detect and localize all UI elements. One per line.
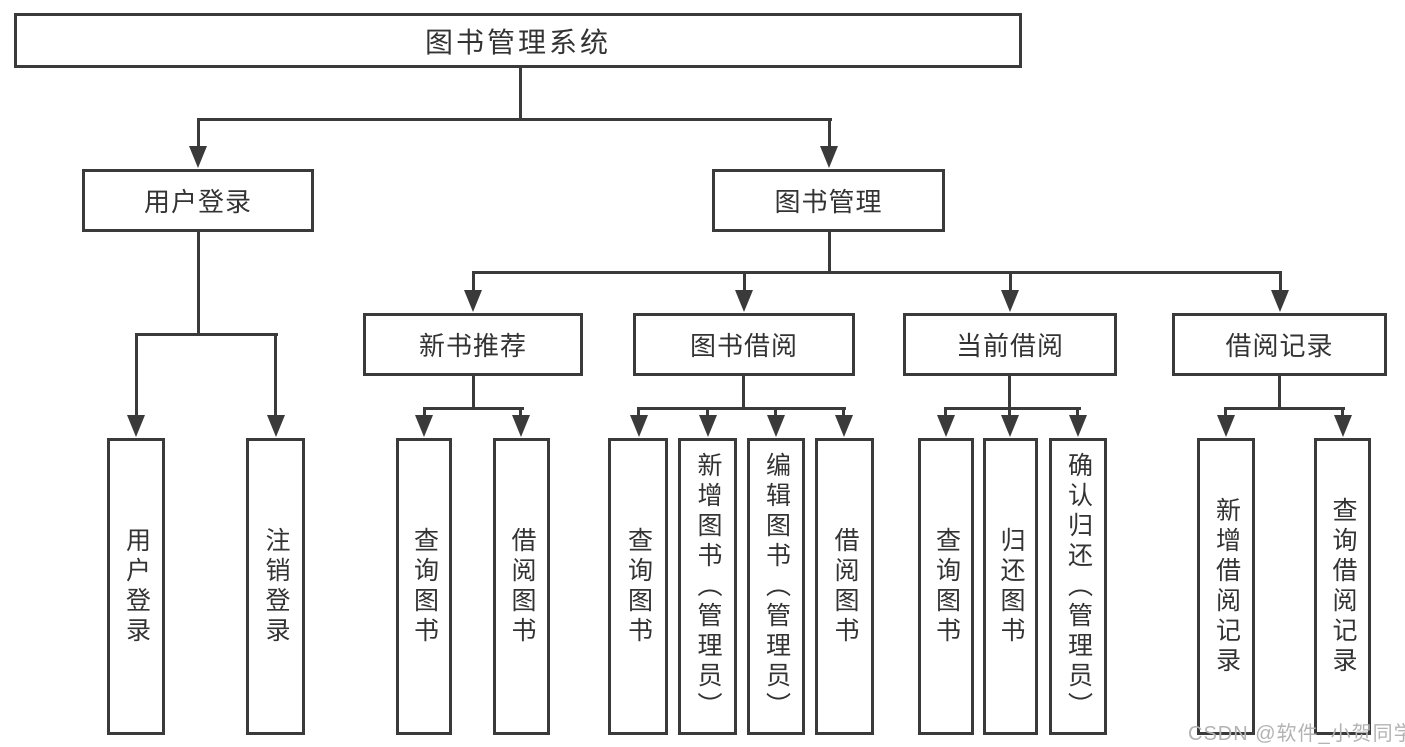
connector-line (743, 271, 746, 299)
connector-line (519, 68, 522, 120)
leaf-add-borrow-record: 新增借阅记录 (1197, 438, 1255, 735)
connector-line (637, 407, 640, 419)
node-label: 新增图书（管理员） (694, 451, 722, 722)
connector-line (944, 407, 1081, 410)
connector-line (1224, 407, 1345, 410)
arrow-down-icon (699, 415, 717, 437)
node-label: 借阅图书 (831, 526, 859, 647)
connector-line (637, 407, 846, 410)
node-label: 借阅记录 (1225, 331, 1334, 361)
connector-line (135, 333, 138, 418)
arrow-down-icon (937, 415, 955, 437)
connector-line (1279, 271, 1282, 299)
arrow-down-icon (1001, 290, 1019, 312)
node-label: 查询借阅记录 (1329, 496, 1357, 677)
node-label: 图书借阅 (689, 331, 798, 361)
connector-line (423, 407, 524, 410)
leaf-borrow-books: 借阅图书 (815, 438, 874, 735)
leaf-logout: 注销登录 (246, 438, 305, 735)
node-book-management: 图书管理 (712, 169, 945, 232)
node-label: 新增借阅记录 (1212, 496, 1241, 677)
connector-line (197, 118, 200, 158)
connector-line (423, 407, 426, 419)
connector-line (774, 407, 777, 419)
node-label: 新书推荐 (418, 331, 527, 361)
arrow-down-icon (1271, 290, 1289, 312)
node-label: 用户登录 (143, 187, 252, 217)
node-user-login: 用户登录 (82, 169, 314, 232)
leaf-query-current-borrow: 查询图书 (918, 438, 974, 735)
connector-line (519, 407, 522, 419)
arrow-down-icon (464, 290, 482, 312)
arrow-down-icon (267, 415, 285, 437)
node-borrow-records: 借阅记录 (1172, 313, 1387, 376)
node-label: 编辑图书（管理员） (762, 451, 791, 722)
arrow-down-icon (630, 415, 648, 437)
connector-line (944, 407, 947, 419)
node-label: 注销登录 (262, 526, 290, 647)
leaf-edit-books-admin: 编辑图书（管理员） (747, 438, 805, 735)
connector-line (1009, 271, 1012, 299)
arrow-down-icon (1069, 415, 1087, 437)
leaf-confirm-return-admin: 确认归还（管理员） (1049, 438, 1107, 735)
leaf-query-borrow-record: 查询借阅记录 (1314, 438, 1371, 735)
leaf-user-login: 用户登录 (107, 438, 165, 735)
arrow-down-icon (820, 146, 838, 168)
connector-line (1278, 376, 1281, 409)
leaf-add-books-admin: 新增图书（管理员） (678, 438, 737, 735)
node-root-system: 图书管理系统 (14, 13, 1022, 68)
arrow-down-icon (1217, 415, 1235, 437)
watermark: CSDN @软件_小贺同学 (1188, 723, 1405, 745)
arrow-down-icon (415, 415, 433, 437)
connector-line (472, 376, 475, 409)
arrow-down-icon (512, 415, 530, 437)
leaf-query-books: 查询图书 (608, 438, 668, 735)
connector-line (828, 232, 831, 273)
node-label: 借阅图书 (508, 526, 536, 647)
leaf-borrow-books-recommend: 借阅图书 (493, 438, 550, 735)
node-label: 图书管理系统 (424, 26, 611, 58)
connector-line (1008, 376, 1011, 409)
node-label: 确认归还（管理员） (1064, 451, 1093, 722)
connector-line (1008, 407, 1011, 419)
node-new-book-recommend: 新书推荐 (363, 313, 583, 376)
arrow-down-icon (127, 415, 145, 437)
node-label: 归还图书 (997, 526, 1025, 647)
node-label: 查询图书 (410, 526, 439, 647)
connector-line (197, 232, 200, 335)
node-label: 查询图书 (932, 526, 961, 647)
arrow-down-icon (835, 415, 853, 437)
node-current-borrow: 当前借阅 (903, 313, 1117, 376)
connector-line (842, 407, 845, 419)
arrow-down-icon (1001, 415, 1019, 437)
node-label: 图书管理 (774, 187, 883, 217)
node-label: 当前借阅 (955, 331, 1064, 361)
connector-line (135, 333, 278, 336)
arrow-down-icon (735, 290, 753, 312)
arrow-down-icon (1334, 415, 1352, 437)
leaf-return-books: 归还图书 (983, 438, 1038, 735)
arrow-down-icon (189, 146, 207, 168)
connector-line (197, 118, 832, 121)
connector-line (1224, 407, 1227, 419)
node-label: 查询图书 (624, 526, 653, 647)
connector-line (274, 333, 277, 418)
connector-line (1076, 407, 1079, 419)
connector-line (742, 376, 745, 409)
connector-line (472, 271, 1282, 274)
node-label: 用户登录 (122, 526, 151, 647)
connector-line (472, 271, 475, 299)
node-book-borrow: 图书借阅 (633, 313, 855, 376)
connector-line (706, 407, 709, 419)
arrow-down-icon (767, 415, 785, 437)
leaf-query-books-recommend: 查询图书 (396, 438, 452, 735)
connector-line (828, 118, 831, 158)
connector-line (1341, 407, 1344, 419)
